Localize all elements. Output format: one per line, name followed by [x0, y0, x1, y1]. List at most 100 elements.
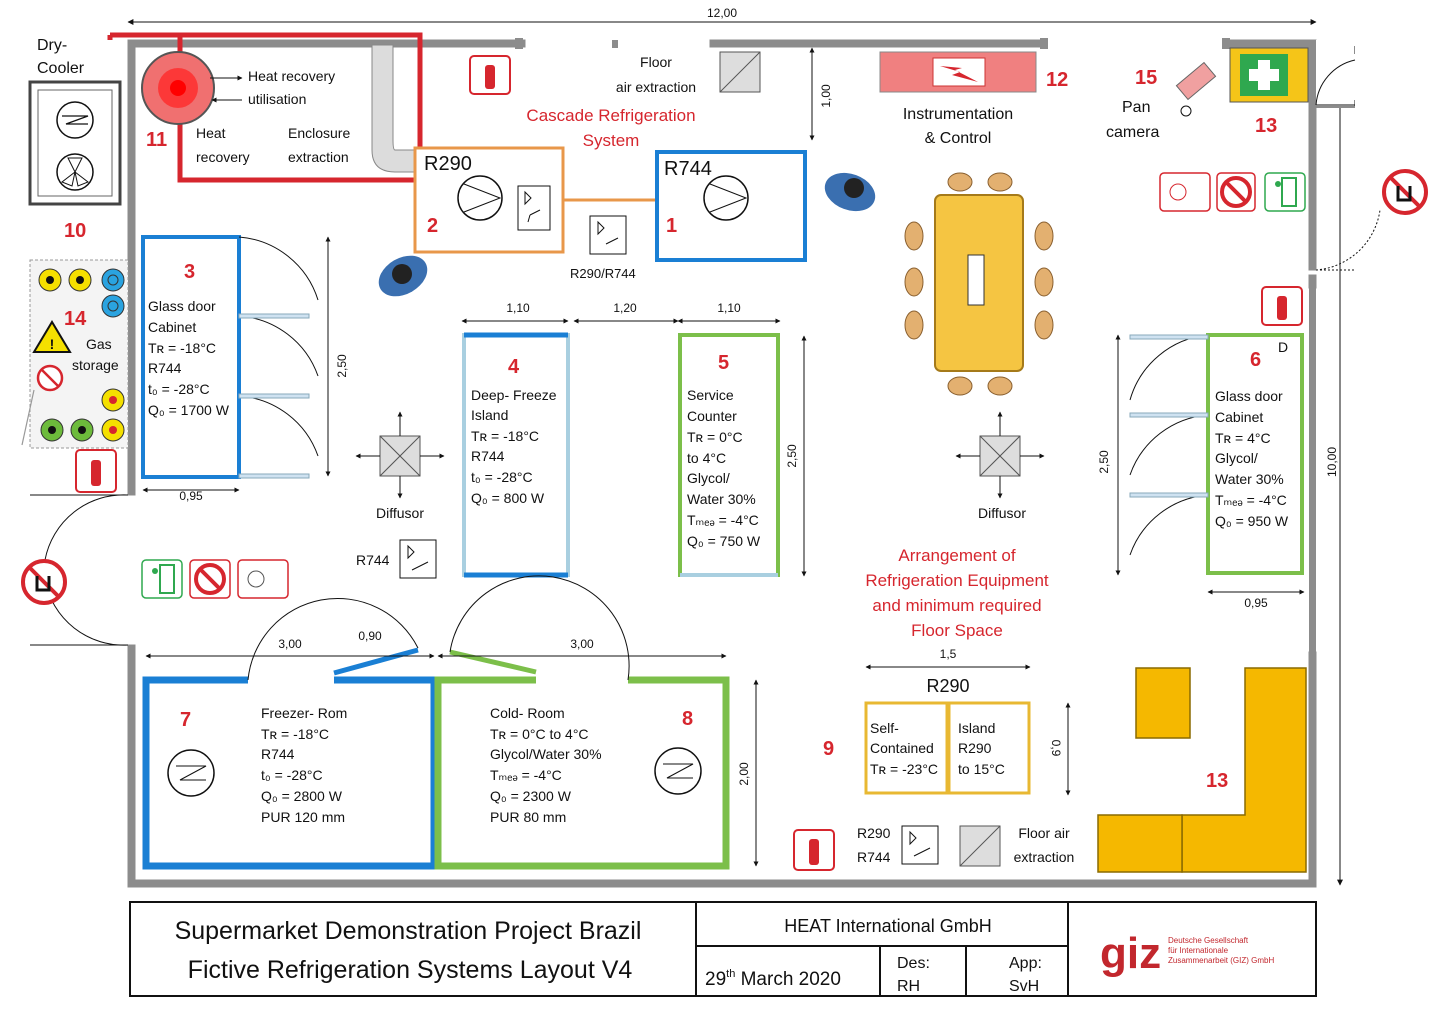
- floor-air-extraction-top: [719, 51, 761, 93]
- u9-a2: Contained: [870, 740, 934, 756]
- u6-l7: Q₀ = 950 W: [1215, 513, 1289, 529]
- u7-l5: Q₀ = 2800 W: [261, 788, 343, 804]
- overall-height-label: 10,00: [1325, 447, 1339, 477]
- valve-icon: [901, 825, 939, 865]
- u5-l7: Tₘₑₔ = -4°C: [687, 512, 759, 528]
- number-15: 15: [1135, 67, 1157, 89]
- control-valve-icon: [517, 185, 551, 231]
- fire-extinguisher-icon: [75, 449, 117, 493]
- floor-air-label-1: Floor: [640, 54, 672, 70]
- gas-label-1: Gas: [86, 336, 112, 352]
- u7-l1: Freezer- Rom: [261, 705, 347, 721]
- svg-text:Deutsche Gesellschaft: Deutsche Gesellschaft: [1168, 936, 1249, 945]
- r744-mid-label: R744: [356, 552, 390, 568]
- dry-cooler-label-1: Dry-: [37, 37, 67, 54]
- floor-air-bottom-1: Floor air: [1018, 825, 1070, 841]
- counter-5: [678, 333, 780, 577]
- r290-bottom-label: R290: [857, 825, 891, 841]
- u3-l3: Tʀ = -18°C: [148, 340, 216, 356]
- svg-text:!: !: [50, 336, 55, 352]
- u7-l3: R744: [261, 746, 295, 762]
- r744-unit-1: [655, 150, 807, 262]
- gas-storage: !: [21, 259, 129, 449]
- u5-l3: Tʀ = 0°C: [687, 429, 743, 445]
- lightning-icon: [940, 66, 978, 82]
- u4-l3: Tʀ = -18°C: [471, 428, 539, 444]
- diffusor-right-label: Diffusor: [978, 505, 1026, 521]
- pan-label: Pan: [1122, 99, 1150, 116]
- d-mark: D: [1278, 339, 1288, 355]
- u4-l2: Island: [471, 407, 508, 423]
- camera-label: camera: [1106, 124, 1159, 141]
- u9-a1: Self-: [870, 720, 899, 736]
- number-10: 10: [64, 220, 86, 242]
- no-entry-hand-icon: [21, 559, 67, 605]
- cascade-label-1: Cascade Refrigeration: [526, 106, 695, 125]
- wall-stub: [1040, 38, 1048, 49]
- enclosure-2: extraction: [288, 149, 349, 165]
- dry-cooler: [28, 80, 122, 206]
- wall-stub: [1222, 38, 1230, 49]
- number-13-bottom: 13: [1206, 770, 1228, 792]
- r744-label: R744: [664, 158, 712, 180]
- heat-exchanger-icon: [654, 747, 702, 795]
- title-line-2: Fictive Refrigeration Systems Layout V4: [188, 956, 633, 984]
- first-aid-icon: [1229, 47, 1309, 103]
- number-1: 1: [666, 215, 677, 237]
- r744-bottom-label: R744: [857, 849, 891, 865]
- number-11: 11: [146, 129, 167, 151]
- des-value: RH: [897, 978, 920, 995]
- u6-l4: Glycol/: [1215, 450, 1258, 466]
- diffusor-right: [955, 411, 1045, 499]
- fan-icon: [56, 153, 94, 191]
- dim-2-50-c: 2,50: [1097, 450, 1111, 474]
- no-entry-hand-icon: [1382, 169, 1428, 215]
- dim-0-9: 0,9: [1049, 740, 1063, 757]
- u7-l2: Tʀ = -18°C: [261, 726, 329, 742]
- floor-air-extraction-bottom: [959, 825, 1001, 867]
- r290-r744-valve: [589, 215, 627, 255]
- dim-3-00-a: 3,00: [278, 637, 302, 651]
- u9-title: R290: [926, 676, 969, 696]
- u3-l4: R744: [148, 360, 182, 376]
- dim-2-00: 2,00: [737, 762, 751, 786]
- fire-extinguisher-icon: [793, 829, 835, 871]
- instrumentation-label-2: & Control: [925, 130, 992, 147]
- heat-recovery-util-2: utilisation: [248, 91, 306, 107]
- dim-1-20: 1,20: [613, 301, 637, 315]
- cabinet-6: [1129, 333, 1304, 575]
- emergency-exit-icon: [141, 559, 183, 599]
- u3-l2: Cabinet: [148, 319, 196, 335]
- u7-l4: t₀ = -28°C: [261, 767, 323, 783]
- r290-unit-2: [413, 146, 565, 254]
- heat-recovery-unit: [141, 51, 215, 125]
- u3-l6: Q₀ = 1700 W: [148, 402, 230, 418]
- arrangement-1: Arrangement of: [898, 546, 1015, 565]
- compressor-icon: [457, 175, 503, 221]
- giz-logo-text: giz: [1100, 929, 1161, 978]
- person-icon: [824, 172, 876, 212]
- u8-l6: PUR 80 mm: [490, 809, 566, 825]
- u9-b2: R290: [958, 740, 992, 756]
- right-wall: [1309, 278, 1316, 653]
- number-9: 9: [823, 738, 834, 760]
- number-2: 2: [427, 215, 438, 237]
- number-12: 12: [1046, 69, 1068, 91]
- app-value: SvH: [1009, 978, 1039, 995]
- no-smoking-icon: [1159, 172, 1256, 212]
- number-8: 8: [682, 708, 693, 730]
- person-icon: [378, 255, 428, 297]
- wall-stub: [515, 38, 523, 49]
- arrangement-3: and minimum required: [872, 596, 1041, 615]
- title-block: [129, 901, 1317, 997]
- date-text: 29th March 2020: [705, 968, 841, 990]
- svg-text:Zusammenarbeit (GIZ) GmbH: Zusammenarbeit (GIZ) GmbH: [1168, 956, 1274, 965]
- overall-width-label: 12,00: [707, 6, 737, 20]
- u7-l6: PUR 120 mm: [261, 809, 345, 825]
- depth-label: 1,00: [819, 84, 833, 108]
- u5-l2: Counter: [687, 408, 737, 424]
- gas-label-2: storage: [72, 357, 119, 373]
- diffusor-left: [355, 411, 445, 499]
- app-label: App:: [1009, 955, 1042, 972]
